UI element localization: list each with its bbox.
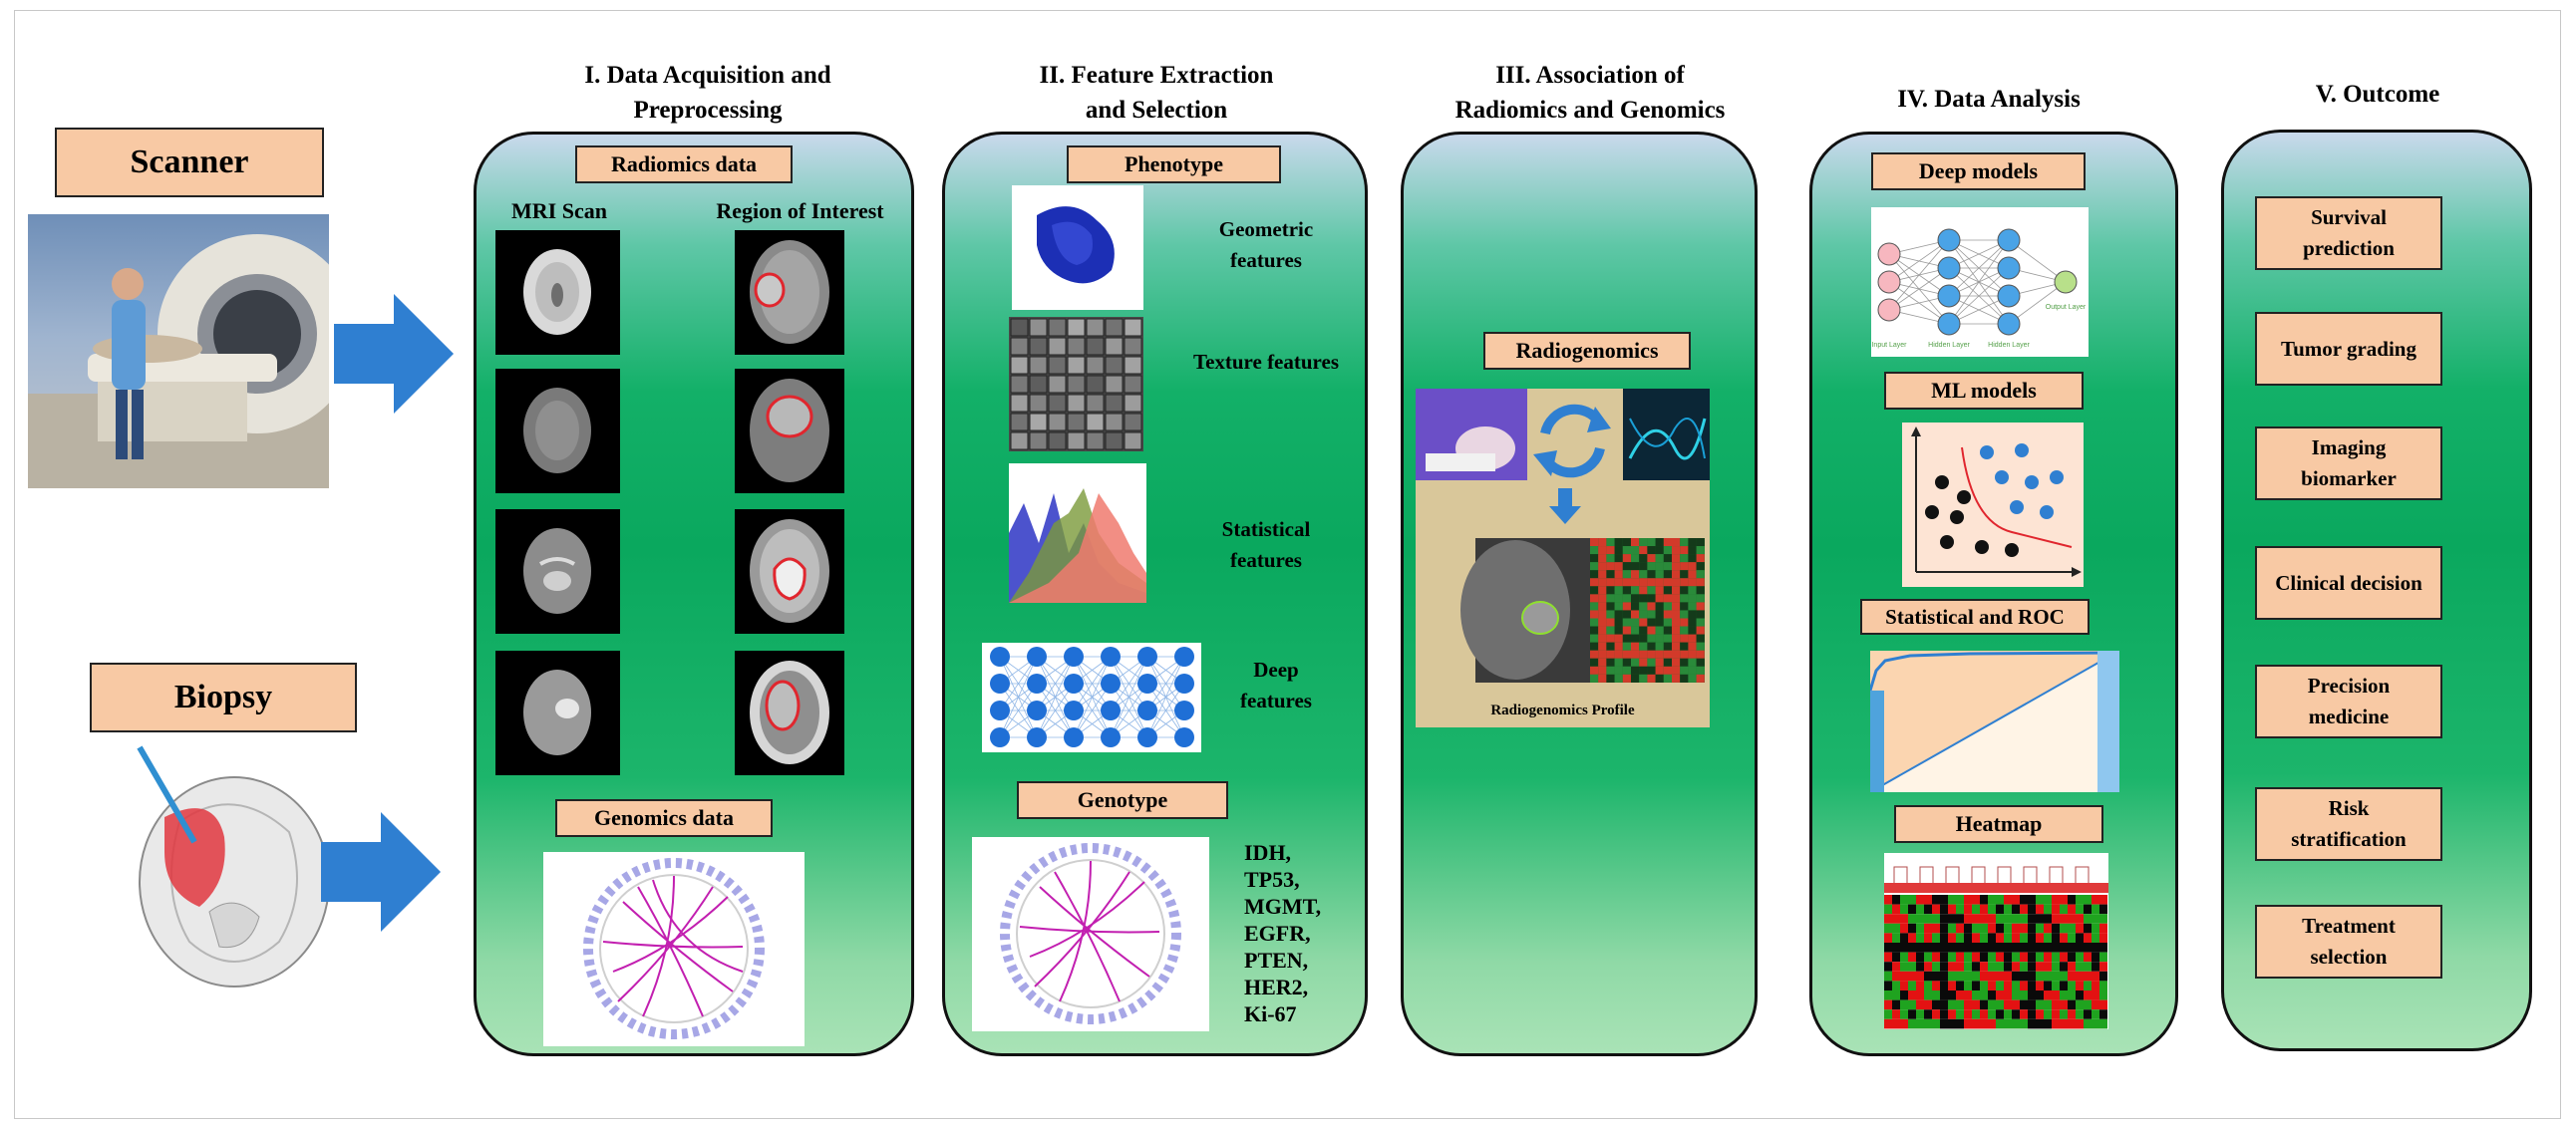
stage-2-title-line1: II. Feature Extraction <box>1039 62 1274 89</box>
outcome-tumor-grading: Tumor grading <box>2255 312 2442 386</box>
statistical-features-label: Statistical features <box>1221 517 1311 572</box>
biopsy-brain-illustration <box>120 742 334 991</box>
roi-scan-1 <box>735 230 844 355</box>
stage-5-title: V. Outcome <box>2218 77 2537 112</box>
stage-3-title-line1: III. Association of <box>1495 62 1685 89</box>
deep-model-network-image: Input Layer Hidden Layer Hidden Layer Outpu… <box>1871 207 2089 357</box>
texture-features-label: Texture features <box>1192 350 1339 374</box>
deep-models-tag: Deep models <box>1871 152 2086 190</box>
deep-feature-image <box>982 643 1201 752</box>
texture-feature-image <box>1009 317 1143 451</box>
stage-4-title-text: IV. Data Analysis <box>1897 86 2081 113</box>
heatmap-tag: Heatmap <box>1894 805 2103 843</box>
genotype-circos-plot <box>972 837 1209 1031</box>
phenotype-tag: Phenotype <box>1067 145 1281 183</box>
mri-scanner-photo <box>28 214 329 488</box>
genomics-circos-plot <box>543 852 805 1046</box>
deep-features-label: Deep features <box>1240 658 1312 712</box>
mri-scan-4 <box>495 651 620 775</box>
radiomics-data-tag: Radiomics data <box>575 145 793 183</box>
roi-scan-2 <box>735 369 844 493</box>
figure-frame <box>14 10 2561 1119</box>
radiogenomics-profile-label: Radiogenomics Profile <box>1490 703 1635 718</box>
roi-label: Region of Interest <box>716 198 884 223</box>
genomics-data-tag: Genomics data <box>555 799 773 837</box>
gene-ki67: Ki-67 <box>1244 1001 1297 1026</box>
stage-3-title-line2: Radiomics and Genomics <box>1454 97 1726 124</box>
gene-list: IDH, TP53, MGMT, EGFR, PTEN, HER2, Ki-67 <box>1244 839 1354 1027</box>
scanner-label: Scanner <box>55 128 324 197</box>
biopsy-label: Biopsy <box>90 663 357 732</box>
stage-1-title-line1: I. Data Acquisition and <box>584 62 831 89</box>
radiogenomics-composite <box>1416 389 1710 727</box>
scanner-arrow <box>334 294 454 414</box>
statistical-feature-image <box>1009 463 1146 603</box>
mri-scan-label: MRI Scan <box>511 198 607 223</box>
gene-tp53: TP53, <box>1244 867 1300 892</box>
stage-1-title-line2: Preprocessing <box>633 97 783 124</box>
gene-pten: PTEN, <box>1244 948 1309 973</box>
nn-layer-label: Input Layer <box>1871 342 1907 349</box>
genotype-tag: Genotype <box>1017 781 1228 819</box>
nn-layer-label: Hidden Layer <box>1988 342 2030 349</box>
radiogenomics-tag: Radiogenomics <box>1483 332 1691 370</box>
ml-model-scatter-image <box>1902 423 2084 587</box>
ml-models-tag: ML models <box>1884 372 2084 410</box>
biopsy-arrow <box>321 812 441 932</box>
roc-curve-image <box>1870 651 2119 792</box>
gene-egfr: EGFR, <box>1244 921 1311 946</box>
geometric-feature-image <box>1012 185 1143 310</box>
mri-scan-1 <box>495 230 620 355</box>
heatmap-image <box>1884 853 2108 1029</box>
gene-her2: HER2, <box>1244 975 1309 999</box>
geometric-features-label: Geometric features <box>1218 217 1314 272</box>
roi-scan-4 <box>735 651 844 775</box>
statistical-roc-tag: Statistical and ROC <box>1860 599 2090 635</box>
stage-3-title: III. Association of Radiomics and Genomi… <box>1391 58 1789 128</box>
outcome-clinical-decision: Clinical decision <box>2255 546 2442 620</box>
nn-layer-label: Hidden Layer <box>1928 342 1970 349</box>
gene-mgmt: MGMT, <box>1244 894 1322 919</box>
roi-scan-3 <box>735 509 844 634</box>
stage-1-title: I. Data Acquisition and Preprocessing <box>469 58 947 128</box>
stage-5-title-text: V. Outcome <box>2315 81 2440 108</box>
mri-scan-2 <box>495 369 620 493</box>
nn-layer-label: Output Layer <box>2046 304 2087 311</box>
stage-2-title-line2: and Selection <box>1085 97 1228 124</box>
stage-2-title: II. Feature Extraction and Selection <box>947 58 1366 128</box>
mri-scan-3 <box>495 509 620 634</box>
gene-idh: IDH, <box>1244 840 1292 865</box>
stage-4-title: IV. Data Analysis <box>1804 82 2173 117</box>
